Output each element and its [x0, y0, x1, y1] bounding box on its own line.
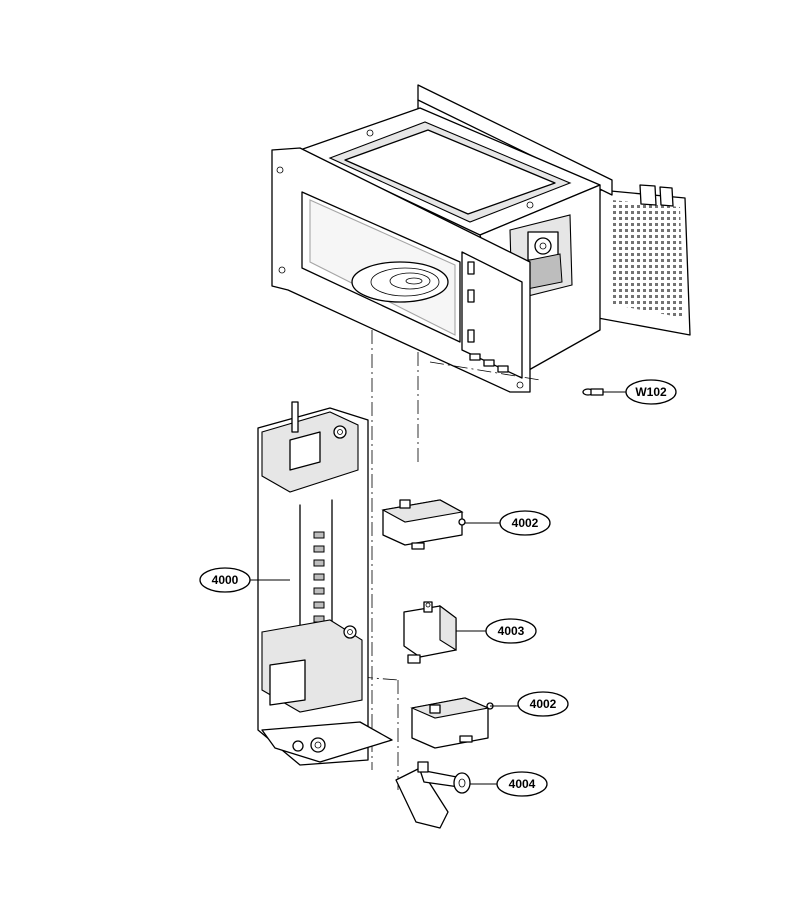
lever-4004: [395, 761, 471, 829]
callout-4002-bottom: 4002: [490, 691, 569, 717]
callout-label: 4000: [212, 573, 239, 587]
switch-4003: [403, 601, 457, 664]
callout-4004: 4004: [470, 771, 548, 797]
callout-4000: 4000: [199, 567, 290, 593]
switch-4002-top: [381, 499, 466, 550]
callout-label: 4004: [509, 777, 536, 791]
screw-w102: [582, 388, 604, 396]
callout-label: 4003: [498, 624, 525, 638]
latch-board-4000: [257, 401, 393, 766]
turntable: [351, 261, 449, 303]
switch-4002-bottom: [410, 697, 494, 749]
callout-label: 4002: [530, 697, 557, 711]
callout-4003: 4003: [456, 618, 537, 644]
callout-label: W102: [635, 385, 667, 399]
callout-label: 4002: [512, 516, 539, 530]
microwave-cavity-assembly: [271, 84, 691, 393]
callout-w102: W102: [603, 379, 677, 405]
callout-4002-top: 4002: [465, 510, 551, 536]
